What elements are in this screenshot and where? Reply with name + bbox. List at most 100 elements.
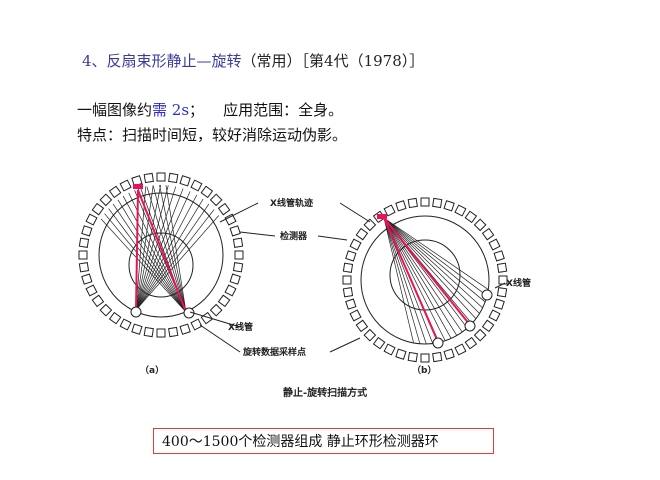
slide-title: 4、反扇束形静止—旋转（常用）［第4代（1978）］ [82,50,424,71]
detector-cell [454,204,467,217]
xray-tube-icon [130,306,142,318]
ray-line [146,186,187,313]
detector-cell [349,238,362,251]
detector-cell [131,323,143,335]
detector-cell [496,287,508,298]
xray-source-marker [133,184,143,189]
xray-tube-icon [464,320,476,332]
detector-cell [407,351,418,363]
ray-line [383,217,446,341]
detector-cell [383,343,396,356]
detector-cell [473,328,487,342]
detector-cell [407,197,418,209]
label-xray-tube-b: X线管 [506,277,531,289]
xray-tube-icon [432,337,444,349]
detector-cell [229,225,241,237]
detector-cell [209,193,223,207]
detector-cell [493,298,505,310]
detector-cell [85,213,98,226]
detector-cell [99,303,113,317]
ray-line [383,217,421,344]
diagram-b [342,197,508,363]
detector-cell [200,311,214,325]
ray-line [383,217,458,336]
label-xray-track: X线管轨迹 [270,197,313,209]
label-panel-a: （a） [140,365,164,376]
detector-cell [493,250,505,262]
detector-cell [464,210,478,224]
detector-cell [432,351,443,363]
detector-cell [355,227,369,241]
detector-cell [454,343,467,356]
ray-line [383,217,489,290]
detector-cell [91,294,105,308]
detector-cell [78,237,90,248]
title-main: 4、反扇束形静止—旋转 [82,52,242,70]
xray-track-circle [360,215,490,345]
detector-cell [179,175,191,187]
label-xray-tube-a: X线管 [228,321,253,333]
detector-cell [432,197,443,209]
detector-cell [232,237,244,248]
scan-time-line: 一幅图像约需 2s； 应用范围：全身。 [77,99,343,120]
detector-cell [342,287,354,298]
detector-cell [342,262,354,273]
detector-cell [234,250,244,260]
detector-cell [156,172,166,182]
detector-cell [481,319,495,333]
xray-tube-icon [481,289,493,301]
detector-cell [108,185,122,199]
detector-cell [229,273,241,285]
detector-cell [168,172,179,184]
ray-line [159,184,187,313]
ray-line [383,217,452,339]
scan-diagram: X线管轨迹 检测器 X线管 旋转数据采样点 X线管 （a） （b） 静止-旋转扫… [78,172,531,399]
detector-cell [355,319,369,333]
detector-cell [232,262,244,273]
ray-line [135,215,220,311]
detector-cell [81,273,93,285]
detector-cell [200,185,214,199]
detector-cell [443,200,455,212]
ray-line [135,198,204,311]
detector-cell [224,284,237,297]
detector-cell [190,318,203,331]
beam-line [383,217,471,326]
ray-line [383,217,486,303]
detector-cell [190,179,203,192]
detector-cell [168,326,179,338]
detector-cell [363,218,377,232]
beam-line [135,189,139,311]
ray-line [135,203,210,311]
detector-cell [473,218,487,232]
label-panel-b: （b） [412,365,436,376]
xray-source-marker [377,214,387,219]
ray-line [135,194,198,311]
ray-line [383,217,483,309]
ray-line [135,185,169,311]
scan-field-circle [128,232,194,298]
detector-cell [156,328,166,338]
ray-line [135,184,162,311]
detector-cell [496,262,508,273]
detector-ring-note: 400～1500个检测器组成 静止环形检测器环 [153,428,494,454]
detector-cell [99,193,113,207]
title-suffix: （常用）［第4代（1978）］ [241,52,425,70]
detector-cell [78,262,90,273]
detector-cell [119,179,132,192]
detector-cell [209,303,223,317]
beam-line [137,189,187,313]
ray-line [104,213,187,313]
detector-cell [224,213,237,226]
detector-cell [81,225,93,237]
detector-cell [345,298,357,310]
ray-line [152,185,187,313]
detector-cell [443,348,455,360]
ray-line [165,185,187,313]
detector-cell [345,250,357,262]
ray-line [383,217,427,345]
detector-cell [119,318,132,331]
features-line: 特点：扫描时间短，较好消除运动伪影。 [77,126,348,144]
ray-line [383,217,414,344]
detector-cell [420,197,430,207]
